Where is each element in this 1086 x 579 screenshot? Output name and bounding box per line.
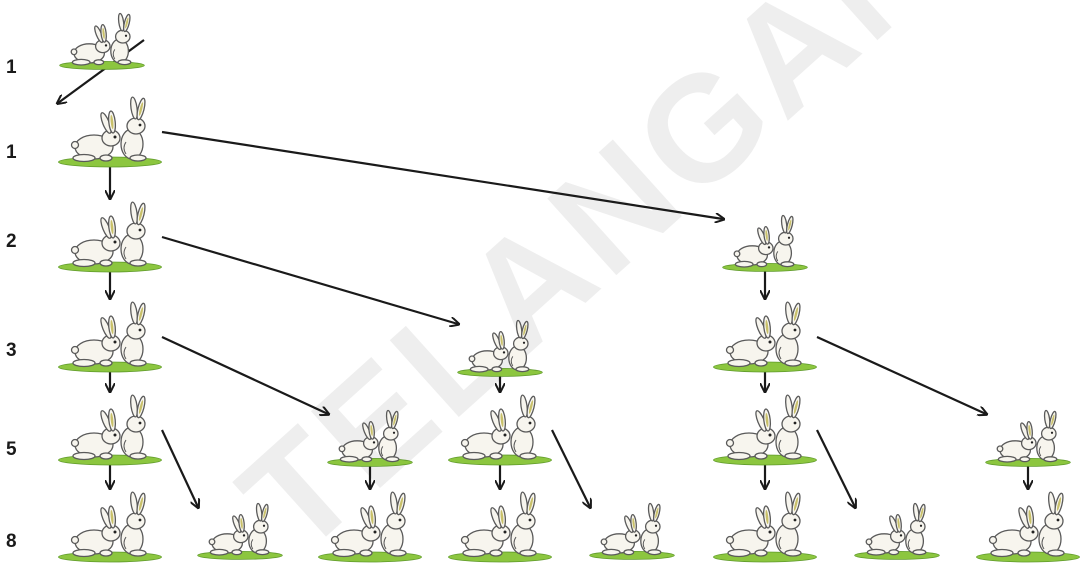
rabbit-icon <box>338 420 379 463</box>
arrow-offspring <box>161 336 328 414</box>
rabbit-pair <box>448 491 552 563</box>
arrow-survive <box>58 39 145 103</box>
arrow-offspring <box>551 429 590 507</box>
rabbit-pair <box>197 502 283 560</box>
rabbit-icon <box>996 420 1037 463</box>
rabbit-pairs-layer <box>58 12 1080 563</box>
rabbit-icon <box>70 215 121 268</box>
rabbit-icon <box>865 513 906 556</box>
rabbit-pair <box>318 491 422 563</box>
rabbit-pair <box>58 96 162 168</box>
rabbit-icon <box>70 315 121 368</box>
generation-count-5: 5 <box>6 439 17 460</box>
rabbit-icon <box>120 301 147 367</box>
rabbit-icon <box>120 394 147 460</box>
rabbit-icon <box>733 225 774 268</box>
rabbit-icon <box>510 394 537 460</box>
rabbit-icon <box>120 491 147 557</box>
rabbit-pair <box>589 502 675 560</box>
rabbit-icon <box>725 315 776 368</box>
rabbit-icon <box>460 408 511 461</box>
rabbit-icon <box>468 330 509 373</box>
rabbit-icon <box>120 96 147 162</box>
rabbit-icon <box>70 23 111 66</box>
rabbit-pair <box>713 491 817 563</box>
rabbit-icon <box>775 394 802 460</box>
generation-count-2: 1 <box>6 142 17 163</box>
rabbit-pair <box>58 301 162 373</box>
generation-count-3: 2 <box>6 231 17 252</box>
arrow-offspring <box>161 130 723 219</box>
rabbit-pair <box>976 491 1080 563</box>
rabbit-pair <box>58 491 162 563</box>
rabbit-icon <box>640 502 662 556</box>
rabbit-icon <box>1036 409 1058 463</box>
rabbit-icon <box>120 201 147 267</box>
arrows-layer <box>58 39 1028 507</box>
arrow-offspring <box>816 335 986 414</box>
generation-count-1: 1 <box>6 57 17 78</box>
rabbit-icon <box>773 214 795 268</box>
rabbit-icon <box>380 491 407 557</box>
generation-labels: 1 1 2 3 5 8 <box>6 57 17 552</box>
generation-count-4: 3 <box>6 340 17 361</box>
rabbit-pair <box>58 201 162 273</box>
rabbit-icon <box>330 505 381 558</box>
rabbit-icon <box>600 513 641 556</box>
rabbit-pair <box>722 214 808 272</box>
rabbit-icon <box>988 505 1039 558</box>
rabbit-pair <box>58 394 162 466</box>
rabbit-icon <box>248 502 270 556</box>
rabbit-pair <box>457 319 543 377</box>
arrow-offspring <box>161 235 458 324</box>
rabbit-icon <box>70 110 121 163</box>
rabbit-icon <box>460 505 511 558</box>
rabbit-pair <box>713 301 817 373</box>
rabbit-icon <box>905 502 927 556</box>
arrow-offspring <box>161 429 198 507</box>
rabbit-pair <box>854 502 940 560</box>
rabbit-icon <box>725 408 776 461</box>
rabbit-icon <box>110 12 132 66</box>
rabbit-pair <box>59 12 145 70</box>
rabbit-icon <box>70 408 121 461</box>
rabbit-pair <box>713 394 817 466</box>
rabbit-pair <box>448 394 552 466</box>
rabbit-icon <box>70 505 121 558</box>
rabbit-icon <box>725 505 776 558</box>
arrow-offspring <box>816 429 855 507</box>
rabbit-icon <box>378 409 400 463</box>
rabbit-icon <box>208 513 249 556</box>
rabbit-icon <box>775 301 802 367</box>
rabbit-icon <box>1038 491 1065 557</box>
rabbit-pair <box>985 409 1071 467</box>
rabbit-icon <box>775 491 802 557</box>
rabbit-pair <box>327 409 413 467</box>
rabbit-icon <box>510 491 537 557</box>
rabbit-icon <box>508 319 530 373</box>
generation-count-6: 8 <box>6 531 17 552</box>
